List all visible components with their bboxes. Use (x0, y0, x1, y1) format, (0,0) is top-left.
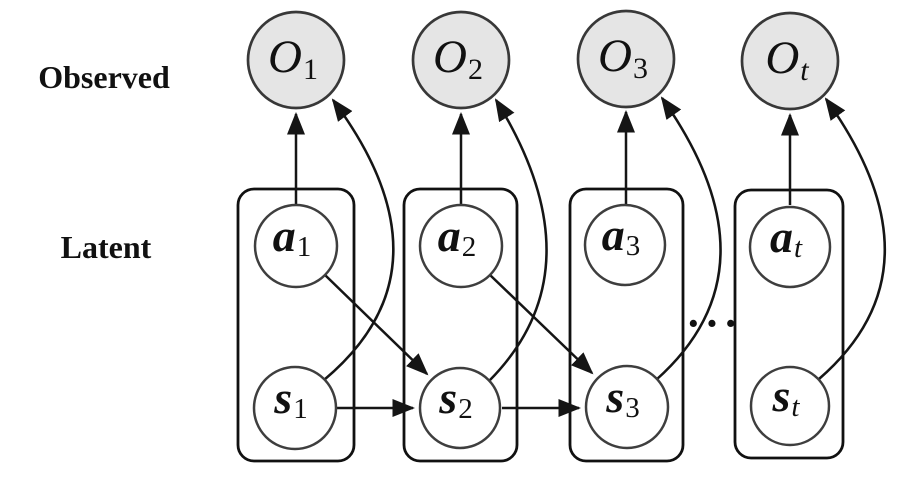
node-a2-subscript: 2 (462, 231, 477, 263)
node-Ot-subscript: t (800, 54, 809, 87)
ellipsis-dots: ··· (686, 299, 742, 348)
node-s1-circle (252, 365, 338, 451)
node-O3-symbol: O (598, 30, 632, 82)
node-at: at (748, 205, 832, 289)
node-a1-label: a1 (273, 210, 312, 263)
edge-a2-to-s3 (489, 274, 594, 375)
node-s3-symbol: s (605, 371, 624, 422)
edge-a1-to-s2 (324, 274, 429, 376)
node-a3-symbol: a (602, 209, 625, 260)
node-s3: s3 (584, 364, 670, 450)
node-s3-label: s3 (605, 371, 639, 424)
row-label-observed: Observed (38, 59, 170, 95)
node-a2-label: a2 (438, 210, 477, 263)
node-a3-subscript: 3 (626, 230, 641, 262)
node-at-label: at (770, 211, 803, 264)
node-at-circle (748, 205, 832, 289)
edge-s3-to-O3 (655, 96, 722, 381)
node-st-circle (749, 365, 831, 447)
node-a3-circle (583, 203, 667, 287)
node-O3: O3 (576, 9, 676, 109)
node-O2-circle (411, 10, 511, 110)
node-st-symbol: s (772, 370, 791, 421)
node-O3-label: O3 (598, 30, 648, 85)
edge-st-to-Ot (818, 97, 887, 380)
node-a1-subscript: 1 (297, 231, 312, 263)
node-O1-subscript: 1 (303, 53, 318, 86)
node-O3-subscript: 3 (633, 52, 648, 85)
node-a3: a3 (583, 203, 667, 287)
node-s2: s2 (418, 366, 502, 450)
node-O2-subscript: 2 (468, 53, 483, 86)
node-Ot: Ot (740, 11, 840, 111)
node-s2-label: s2 (438, 372, 472, 425)
node-O2: O2 (411, 10, 511, 110)
node-O2-symbol: O (433, 31, 467, 83)
node-a2-circle (418, 203, 504, 289)
node-O1-label: O1 (268, 31, 318, 86)
node-s1: s1 (252, 365, 338, 451)
node-a1-symbol: a (273, 210, 296, 261)
edge-s2-to-O2 (489, 98, 548, 381)
node-Ot-symbol: O (765, 32, 799, 84)
node-s2-subscript: 2 (458, 393, 473, 425)
node-s1-subscript: 1 (293, 393, 308, 425)
node-O3-circle (576, 9, 676, 109)
node-at-symbol: a (770, 211, 793, 262)
node-s1-symbol: s (273, 372, 292, 423)
node-O1: O1 (246, 10, 346, 110)
node-a2-symbol: a (438, 210, 461, 261)
node-st-subscript: t (791, 391, 800, 423)
node-s3-subscript: 3 (625, 392, 640, 424)
node-a2: a2 (418, 203, 504, 289)
node-a3-label: a3 (602, 209, 641, 262)
node-Ot-label: Ot (765, 32, 809, 87)
node-st-label: st (772, 370, 801, 423)
node-at-subscript: t (794, 232, 803, 264)
node-s2-symbol: s (438, 372, 457, 423)
edge-s1-to-O1 (323, 98, 395, 381)
node-Ot-circle (740, 11, 840, 111)
node-a1-circle (253, 203, 339, 289)
node-O2-label: O2 (433, 31, 483, 86)
node-s1-label: s1 (273, 372, 307, 425)
node-O1-circle (246, 10, 346, 110)
node-O1-symbol: O (268, 31, 302, 83)
node-a1: a1 (253, 203, 339, 289)
row-label-latent: Latent (61, 229, 152, 265)
node-s2-circle (418, 366, 502, 450)
node-s3-circle (584, 364, 670, 450)
node-st: st (749, 365, 831, 447)
